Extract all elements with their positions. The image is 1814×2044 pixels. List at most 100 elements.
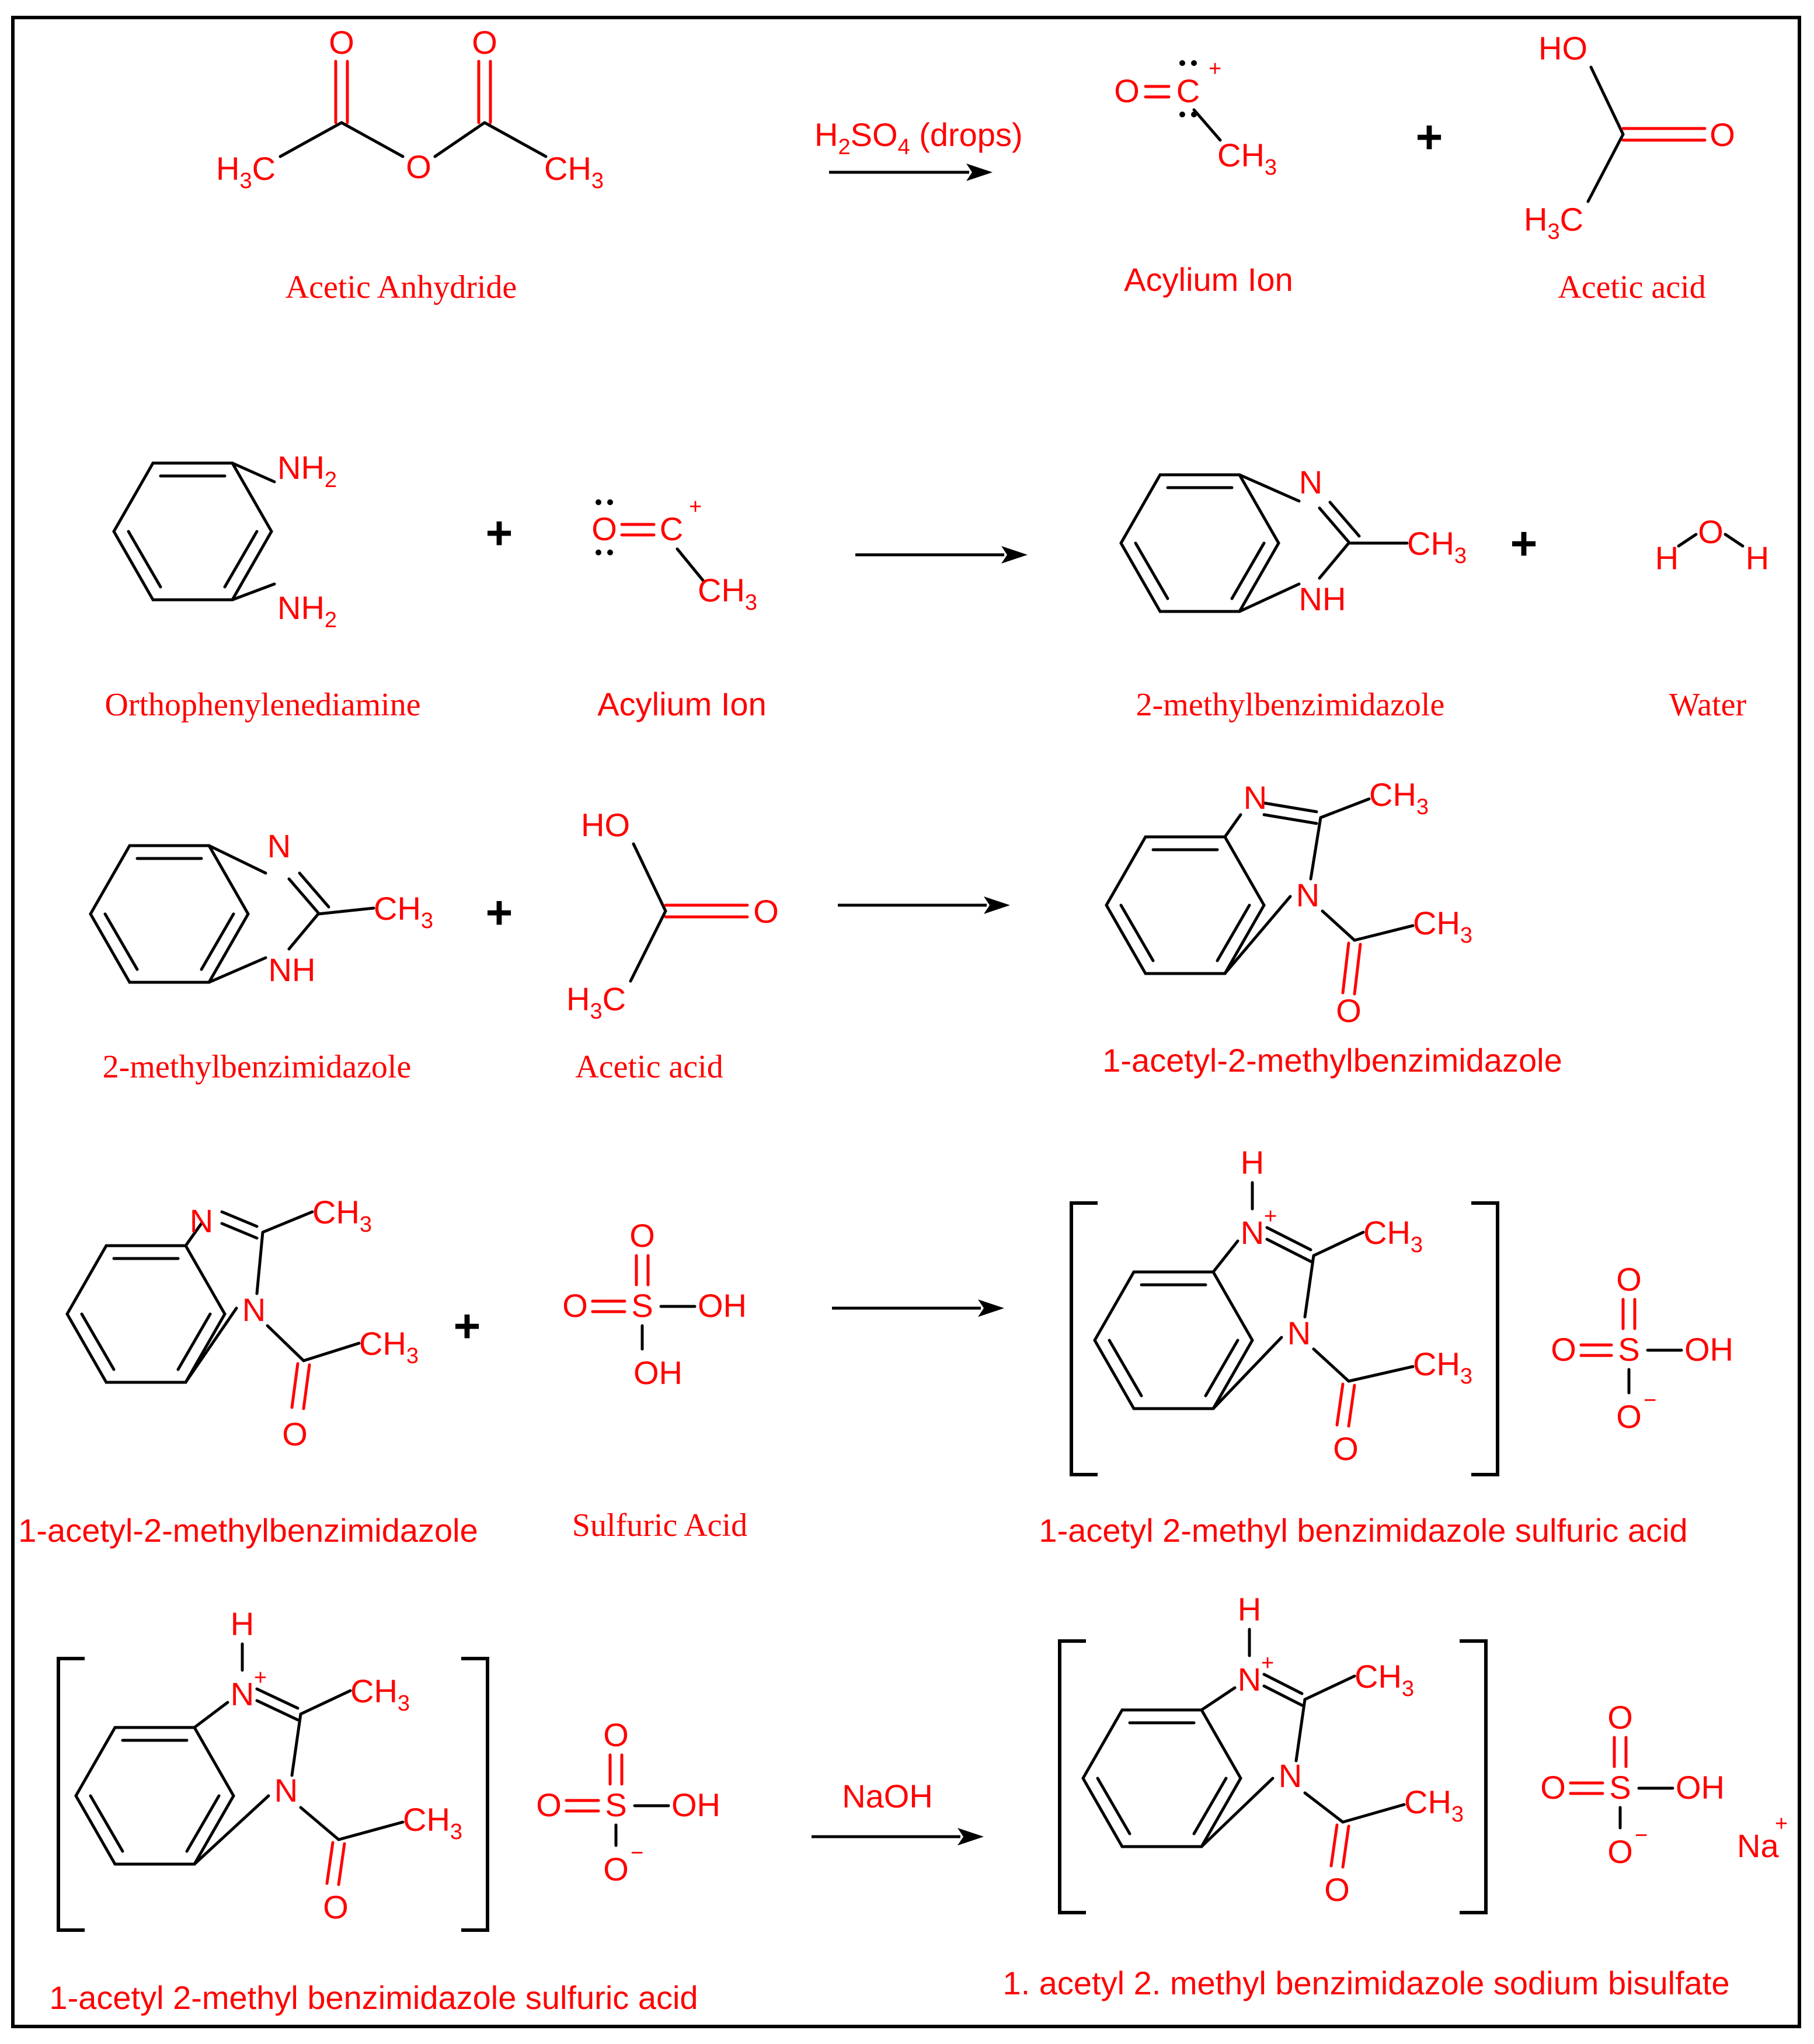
- reaction-arrow: [838, 896, 1010, 914]
- atom-o: O: [472, 24, 497, 61]
- acetic-acid-structure: HO O H3C: [566, 807, 779, 1024]
- atom-o: O: [323, 1889, 349, 1925]
- charge-plus: +: [1775, 1812, 1788, 1836]
- atom-o: O: [591, 510, 617, 547]
- salt-bracket-left: [1070, 1201, 1098, 1476]
- atom-o: O: [1616, 1398, 1642, 1435]
- atom-h: H: [1241, 1144, 1264, 1181]
- acetic-acid-structure: HO O H3C: [1524, 30, 1735, 244]
- label-1-acetyl-2-methyl-benzimidazole-sulfuric-acid: 1-acetyl 2-methyl benzimidazole sulfuric…: [49, 1979, 698, 2016]
- 2-methylbenzimidazole-structure: N NH CH3: [1121, 464, 1467, 617]
- plus-sign: +: [486, 507, 513, 559]
- atom-h: H: [1746, 540, 1769, 576]
- atom-o: O: [603, 1716, 629, 1753]
- plus-sign: +: [1510, 517, 1538, 569]
- atom-o: O: [1324, 1871, 1350, 1908]
- bisulfate-anion-structure: O O S OH O −: [1540, 1699, 1725, 1870]
- atom-o: O: [1709, 116, 1735, 153]
- atom-ch3: CH3: [1369, 776, 1429, 819]
- acylium-ion-structure: O C + CH3: [1114, 57, 1277, 180]
- salt-bracket-left: [1058, 1639, 1086, 1914]
- label-acetic-anhydride: Acetic Anhydride: [285, 269, 517, 305]
- 2-methylbenzimidazole-structure: N NH CH3: [90, 828, 433, 988]
- label-acetic-acid: Acetic acid: [575, 1049, 723, 1085]
- label-2-methylbenzimidazole: 2-methylbenzimidazole: [1136, 687, 1445, 723]
- atom-n: N: [274, 1772, 298, 1809]
- atom-o: O: [329, 24, 354, 61]
- charge-plus: +: [254, 1666, 267, 1690]
- bisulfate-anion-structure: O O S OH O −: [536, 1716, 720, 1887]
- label-1-acetyl-2-methyl-benzimidazole-sulfuric-acid: 1-acetyl 2-methyl benzimidazole sulfuric…: [1039, 1512, 1687, 1549]
- protonated-benzimidazole-structure: H N + N CH3 O CH3: [1095, 1144, 1472, 1467]
- charge-plus: +: [1209, 57, 1221, 81]
- label-water: Water: [1669, 687, 1747, 723]
- atom-na: Na: [1737, 1827, 1779, 1864]
- bisulfate-anion-structure: O O S OH O −: [1551, 1261, 1733, 1435]
- atom-h3c: H3C: [216, 150, 276, 193]
- salt-bracket-left: [57, 1657, 85, 1932]
- atom-o: O: [1698, 513, 1724, 550]
- plus-sign: +: [1416, 111, 1443, 163]
- atom-n: N: [190, 1202, 213, 1239]
- atom-ch3: CH3: [544, 150, 604, 193]
- atom-oh: OH: [1684, 1331, 1733, 1368]
- sodium-cation: Na +: [1737, 1812, 1788, 1864]
- atom-ch3: CH3: [1363, 1214, 1423, 1257]
- atom-oh: OH: [633, 1354, 683, 1391]
- atom-o: O: [1336, 992, 1362, 1029]
- atom-n: N: [242, 1291, 266, 1328]
- atom-oh: OH: [671, 1786, 720, 1823]
- atom-ch3: CH3: [1413, 905, 1472, 948]
- label-sodium-bisulfate-salt: 1. acetyl 2. methyl benzimidazole sodium…: [1002, 1965, 1729, 2001]
- atom-o: O: [753, 893, 779, 930]
- atom-o: O: [1333, 1430, 1359, 1467]
- atom-ch3: CH3: [359, 1325, 419, 1368]
- label-acylium-ion: Acylium Ion: [1124, 261, 1293, 298]
- sulfuric-acid-structure: O O S OH OH: [562, 1217, 747, 1391]
- atom-oh: OH: [698, 1287, 747, 1324]
- atom-ch3: CH3: [1355, 1658, 1414, 1701]
- atom-s: S: [605, 1786, 626, 1823]
- label-1-acetyl-2-methylbenzimidazole: 1-acetyl-2-methylbenzimidazole: [18, 1512, 478, 1549]
- 1-acetyl-2-methylbenzimidazole-structure: N N CH3 O CH3: [67, 1194, 419, 1452]
- atom-nh2: NH2: [277, 589, 337, 632]
- atom-ch3: CH3: [1413, 1346, 1472, 1389]
- label-sulfuric-acid: Sulfuric Acid: [572, 1507, 747, 1544]
- atom-h3c: H3C: [566, 981, 626, 1024]
- atom-o: O: [1607, 1833, 1633, 1870]
- atom-h: H: [1655, 540, 1679, 576]
- atom-n: N: [1279, 1757, 1302, 1794]
- reaction-arrow: [832, 1299, 1004, 1317]
- atom-o: O: [603, 1851, 629, 1887]
- atom-c: C: [660, 510, 683, 547]
- atom-ch3: CH3: [1407, 525, 1467, 568]
- atom-n: N: [1296, 877, 1319, 913]
- atom-h3c: H3C: [1524, 201, 1583, 244]
- charge-minus: −: [631, 1841, 643, 1865]
- atom-ch3: CH3: [374, 890, 433, 933]
- atom-n: N: [231, 1675, 254, 1712]
- atom-ho: HO: [1538, 30, 1587, 67]
- atom-s: S: [1609, 1769, 1631, 1806]
- atom-nh2: NH2: [277, 449, 337, 492]
- reaction-arrow: NaOH: [812, 1778, 984, 1845]
- atom-nh: NH: [1299, 580, 1346, 617]
- atom-o: O: [1551, 1331, 1576, 1368]
- atom-ch3: CH3: [350, 1673, 410, 1716]
- protonated-benzimidazole-structure: H N + N CH3 O CH3: [76, 1605, 462, 1925]
- atom-o: O: [1616, 1261, 1642, 1298]
- water-structure: H O H: [1655, 513, 1769, 576]
- atom-s: S: [1618, 1331, 1639, 1368]
- atom-ho: HO: [581, 807, 630, 843]
- charge-plus: +: [1264, 1204, 1277, 1229]
- atom-ch3: CH3: [1217, 137, 1277, 180]
- atom-c: C: [1176, 72, 1200, 109]
- salt-bracket-right: [1471, 1201, 1499, 1476]
- label-acylium-ion: Acylium Ion: [597, 686, 766, 722]
- plus-sign: +: [454, 1300, 481, 1352]
- protonated-benzimidazole-structure: H N + N CH3 O CH3: [1083, 1591, 1464, 1908]
- label-acetic-acid: Acetic acid: [1558, 269, 1705, 305]
- salt-bracket-right: [1460, 1639, 1488, 1914]
- atom-h: H: [231, 1605, 254, 1642]
- atom-o: O: [1114, 72, 1140, 109]
